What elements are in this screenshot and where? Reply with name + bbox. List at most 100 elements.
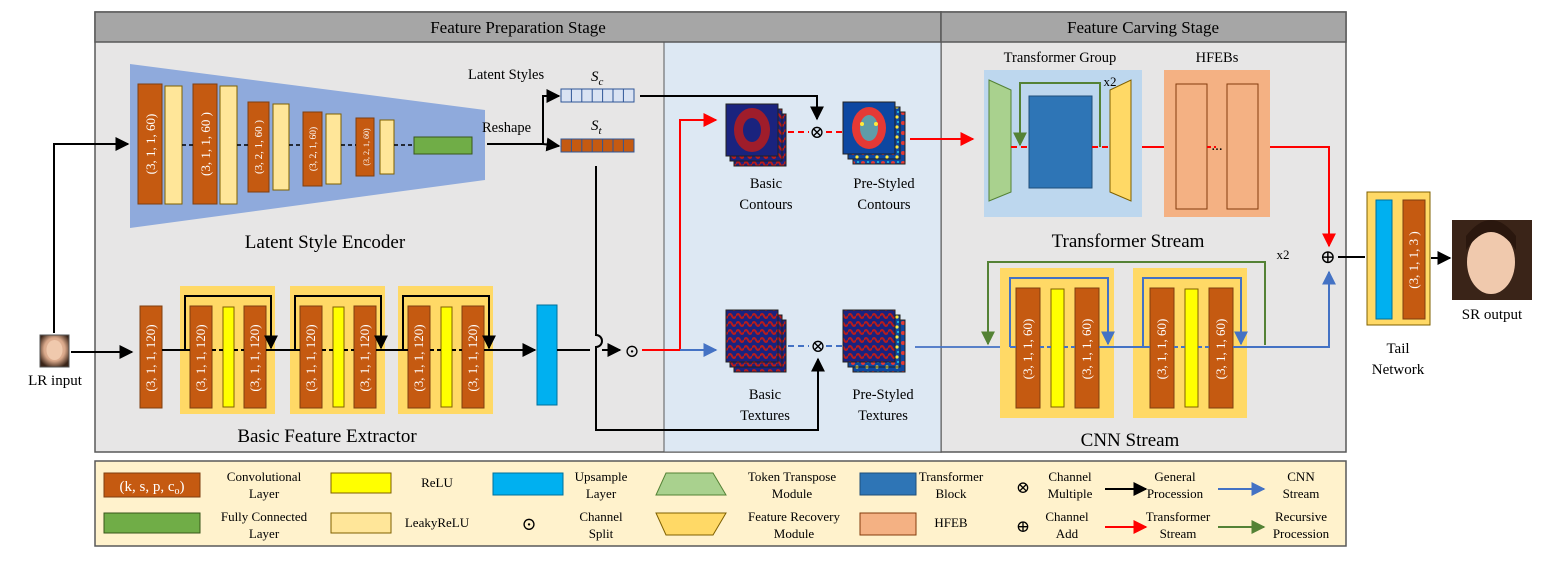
red-branch-arrow bbox=[642, 113, 718, 351]
carving-stage-header bbox=[940, 11, 1347, 43]
encoder-layers: (3, 1, 1, 60) (3, 1, 1, 60 ) (3, 2, 1, 6… bbox=[137, 83, 473, 205]
s-c-vector bbox=[560, 88, 635, 103]
encoder-conv-4 bbox=[302, 111, 323, 187]
legend-conv-swatch bbox=[103, 472, 201, 498]
encoder-leakyrelu-2 bbox=[219, 85, 238, 205]
s-t-symbol: St bbox=[591, 118, 603, 137]
hfebs-ellipsis: ... bbox=[1211, 138, 1222, 154]
encoder-conv-5-label: (3, 2, 1, 60) bbox=[362, 128, 371, 166]
legend-multiply-symbol: ⊗ bbox=[1016, 478, 1030, 497]
svg-text:(k, s, p, co): (k, s, p, co) bbox=[120, 479, 185, 497]
svg-text:(3, 1, 1, 3 ): (3, 1, 1, 3 ) bbox=[1406, 231, 1421, 288]
svg-text:(3, 1, 1, 60): (3, 1, 1, 60) bbox=[1079, 319, 1094, 380]
encoder-conv-2 bbox=[192, 83, 218, 205]
encoder-conv-1 bbox=[137, 83, 163, 205]
preparation-stage-title: Feature Preparation Stage bbox=[430, 18, 606, 37]
texture-multiply-symbol: ⊗ bbox=[810, 336, 825, 356]
legend-transformer-block-swatch bbox=[859, 472, 917, 496]
encoder-conv-1-label: (3, 1, 1, 60) bbox=[143, 114, 158, 175]
transformer-group-title: Transformer Group bbox=[1004, 50, 1117, 66]
sr-output-image bbox=[1452, 220, 1532, 300]
encoder-leakyrelu-1 bbox=[164, 85, 183, 205]
carving-stage-title: Feature Carving Stage bbox=[1067, 18, 1219, 37]
legend-token-transpose-swatch bbox=[655, 472, 727, 496]
hfeb-2 bbox=[1226, 83, 1259, 210]
encoder-conv-3 bbox=[247, 101, 270, 193]
svg-text:(3, 1, 1, 120): (3, 1, 1, 120) bbox=[247, 324, 262, 391]
basic-feature-extractor: (3, 1, 1, 120) (3, 1, 1, 120) (3, 1, 1, … bbox=[139, 286, 622, 414]
cnn-x2-label: x2 bbox=[1277, 247, 1290, 262]
channel-split-symbol: ⊙ bbox=[624, 341, 639, 361]
lr-input-label: LR input bbox=[28, 373, 83, 389]
svg-text:LeakyReLU: LeakyReLU bbox=[405, 515, 470, 530]
latent-style-encoder-title: Latent Style Encoder bbox=[245, 232, 406, 253]
svg-text:(3, 1, 1, 60): (3, 1, 1, 60) bbox=[1154, 319, 1169, 380]
legend-upsample-swatch bbox=[492, 472, 564, 496]
hfeb-1 bbox=[1175, 83, 1208, 210]
basic-feature-extractor-title: Basic Feature Extractor bbox=[237, 426, 417, 447]
channel-add-symbol: ⊕ bbox=[1320, 247, 1336, 268]
legend-add-symbol: ⊕ bbox=[1016, 517, 1030, 536]
encoder-leakyrelu-3 bbox=[272, 103, 290, 191]
hfebs-title: HFEBs bbox=[1196, 50, 1239, 66]
svg-text:(3, 1, 1, 120): (3, 1, 1, 120) bbox=[411, 324, 426, 391]
svg-text:(3, 1, 1, 120): (3, 1, 1, 120) bbox=[193, 324, 208, 391]
svg-text:(3, 1, 1, 60): (3, 1, 1, 60) bbox=[1020, 319, 1035, 380]
legend-split-symbol: ⊙ bbox=[521, 514, 536, 534]
encoder-conv-5 bbox=[355, 117, 375, 177]
svg-text:(3, 1, 1, 60): (3, 1, 1, 60) bbox=[1213, 319, 1228, 380]
tail-conv bbox=[1402, 199, 1426, 320]
legend-fc-swatch bbox=[103, 512, 201, 534]
lr-input-image bbox=[39, 334, 70, 368]
s-t-vector bbox=[560, 138, 635, 153]
latent-styles-label: Latent Styles bbox=[468, 67, 544, 83]
encoder-fully-connected bbox=[413, 136, 473, 155]
extractor-conv-first bbox=[139, 305, 163, 409]
svg-text:ReLU: ReLU bbox=[421, 475, 453, 490]
svg-text:HFEB: HFEB bbox=[934, 515, 968, 530]
basic-textures-maps bbox=[725, 309, 787, 373]
pre-styled-textures-maps bbox=[842, 309, 906, 373]
legend-relu-swatch bbox=[330, 472, 392, 494]
token-transpose-module bbox=[988, 79, 1012, 202]
s-c-symbol: Sc bbox=[591, 69, 604, 88]
encoder-conv-2-label: (3, 1, 1, 60 ) bbox=[198, 112, 213, 176]
contour-multiply-symbol: ⊗ bbox=[809, 122, 824, 142]
svg-text:(3, 1, 1, 120): (3, 1, 1, 120) bbox=[357, 324, 372, 391]
legend-leakyrelu-swatch bbox=[330, 512, 392, 534]
transformer-block bbox=[1028, 95, 1093, 189]
transformer-recursive-arrow bbox=[1013, 82, 1101, 147]
reshape-label: Reshape bbox=[482, 120, 531, 136]
pre-styled-contours-maps bbox=[842, 101, 906, 165]
svg-text:(3, 1, 1, 120): (3, 1, 1, 120) bbox=[465, 324, 480, 391]
transformer-stream-title: Transformer Stream bbox=[1052, 231, 1205, 252]
encoder-conv-3-label: (3, 2, 1, 60 ) bbox=[253, 120, 265, 174]
tail-upsample bbox=[1375, 199, 1393, 320]
extractor-upsample bbox=[536, 304, 558, 406]
encoder-leakyrelu-4 bbox=[325, 113, 342, 185]
cnn-recursive-arrow bbox=[981, 261, 1266, 346]
transformer-x2-label: x2 bbox=[1104, 74, 1117, 89]
encoder-conv-4-label: (3, 2, 1, 60) bbox=[308, 127, 319, 171]
svg-text:(3, 1, 1, 120): (3, 1, 1, 120) bbox=[303, 324, 318, 391]
basic-contours-maps bbox=[725, 103, 787, 167]
legend-hfeb-swatch bbox=[859, 512, 917, 536]
